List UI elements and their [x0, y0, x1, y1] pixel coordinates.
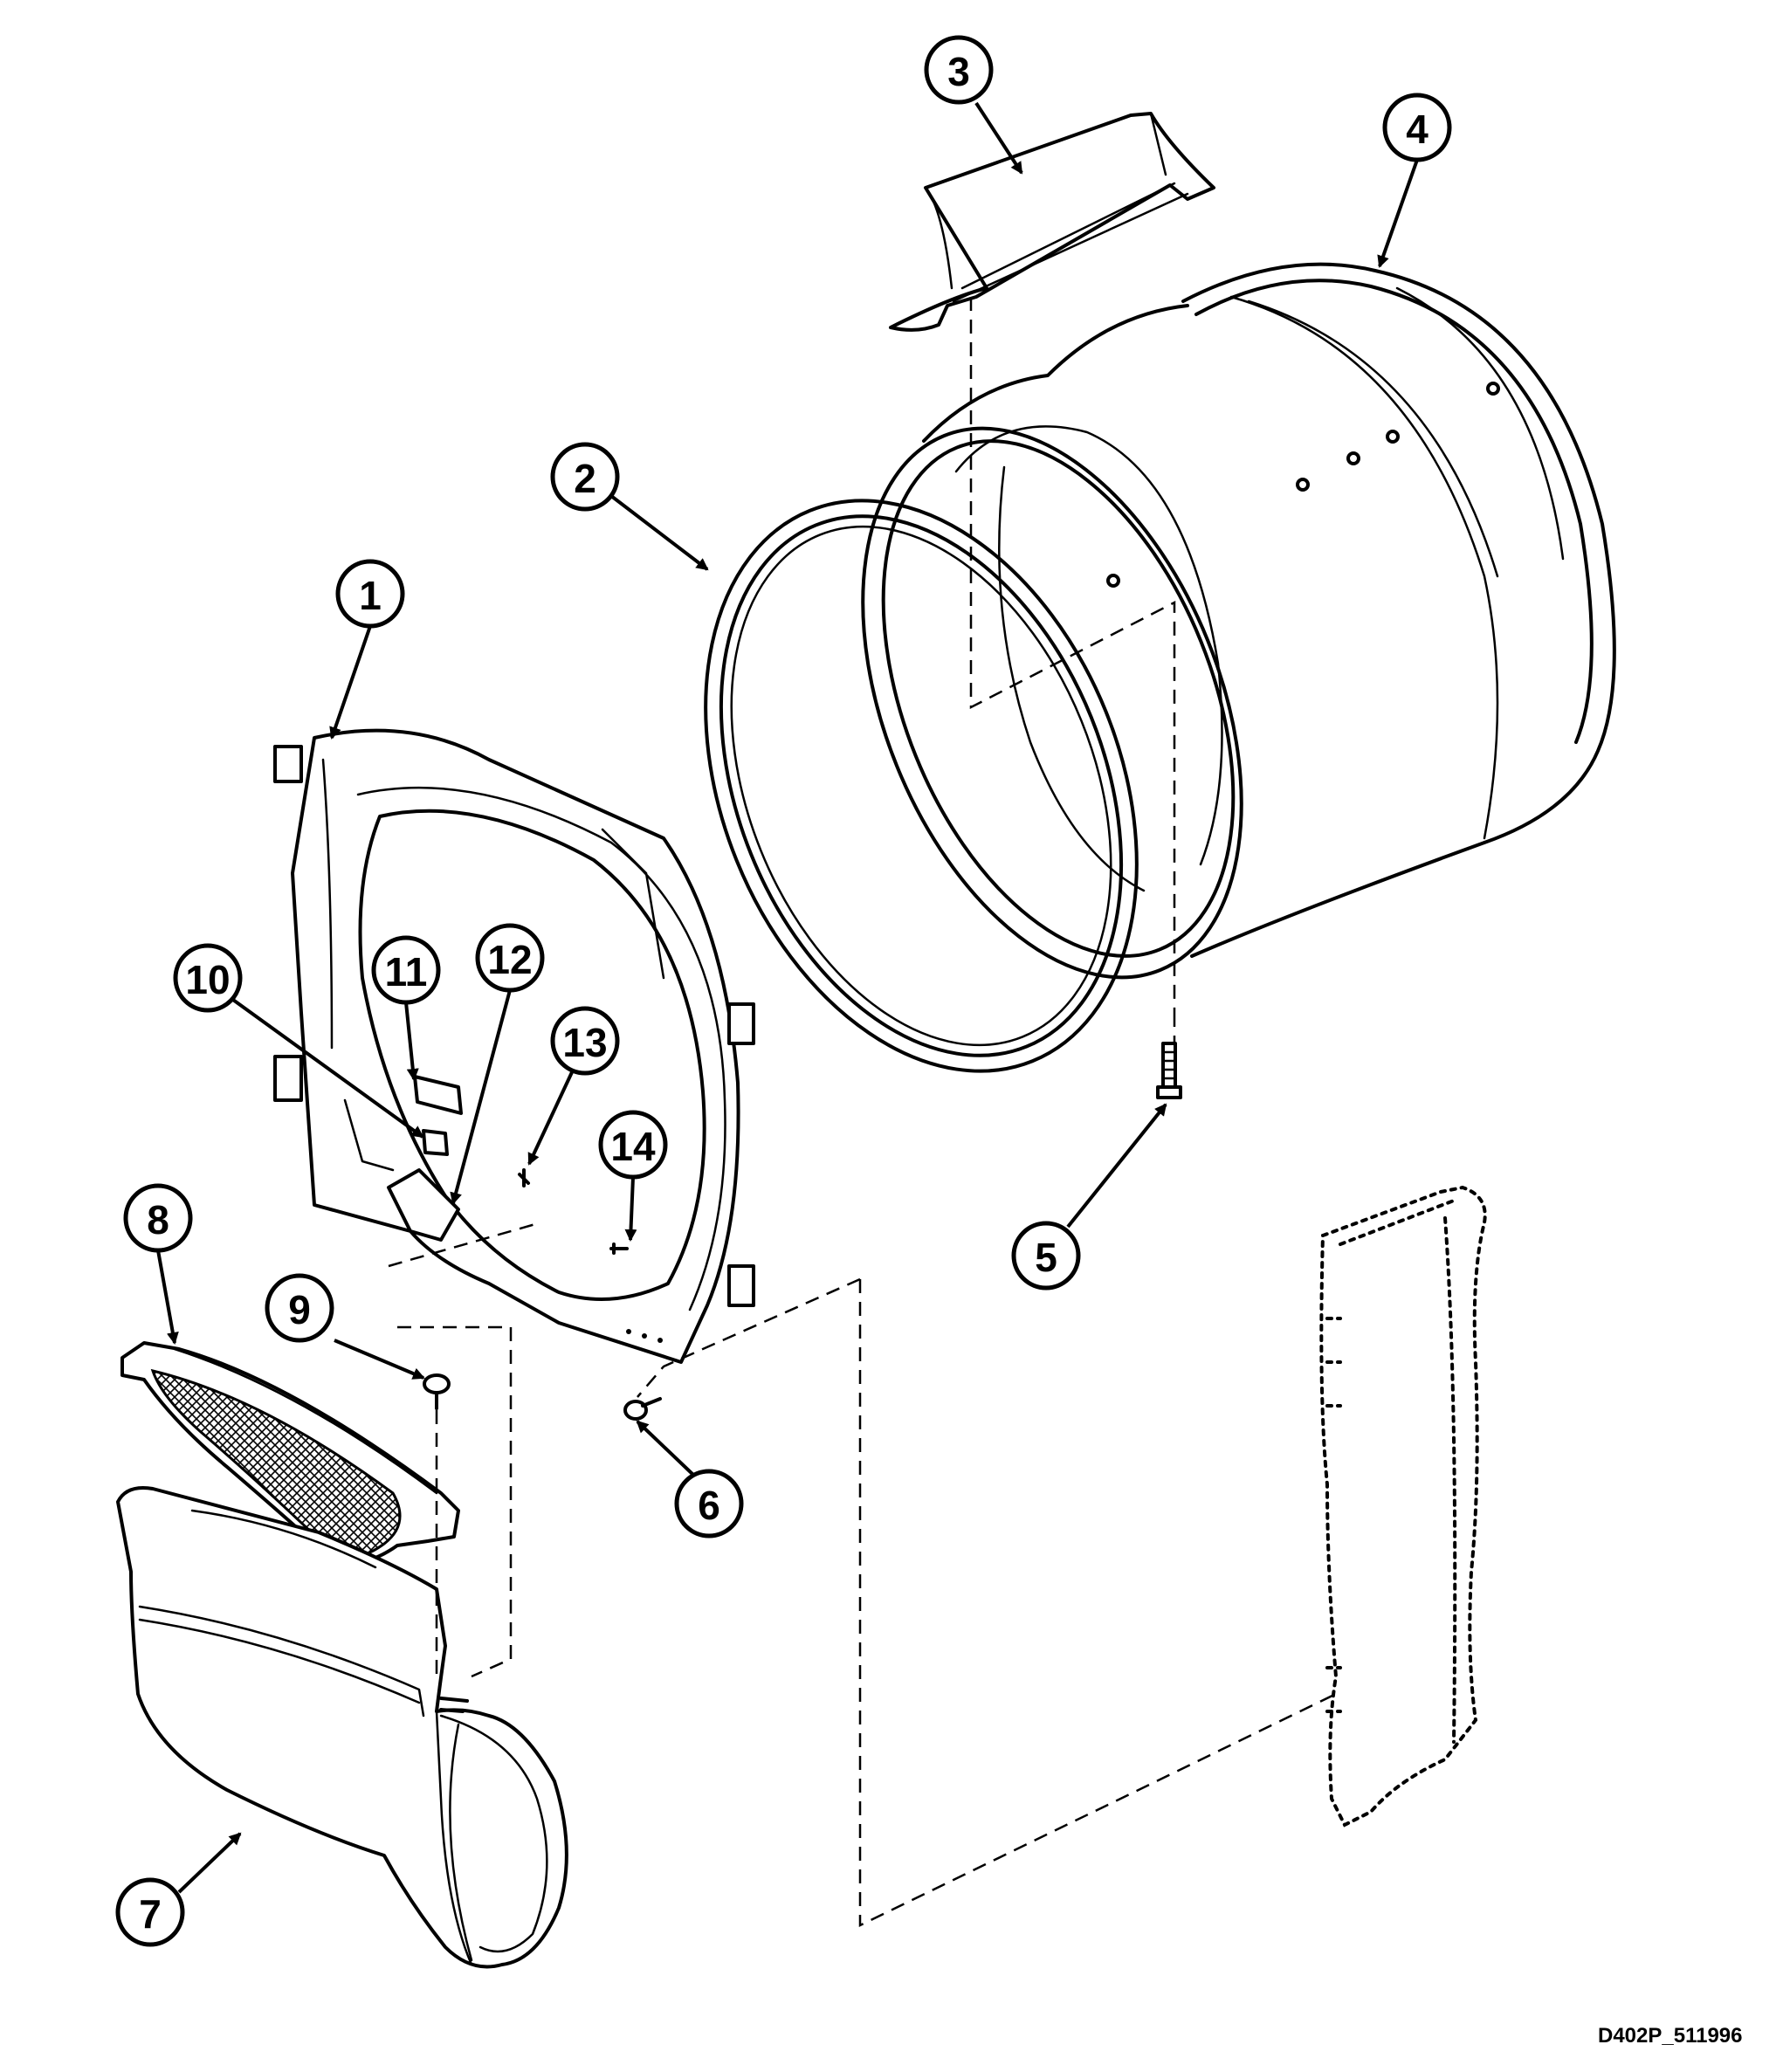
callout-12-label: 12 [487, 937, 532, 982]
callout-4: 4 [1382, 93, 1452, 162]
callout-5: 5 [1011, 1221, 1081, 1291]
callout-14-label: 14 [610, 1124, 656, 1169]
callout-9-label: 9 [288, 1287, 311, 1332]
callout-11: 11 [371, 935, 441, 1005]
callout-leaders [156, 101, 1419, 1894]
callout-1-label: 1 [359, 573, 382, 618]
cabinet-front-panel-outline [1319, 1185, 1487, 1828]
screw-9 [423, 1373, 451, 1410]
assembly-lines [388, 297, 1337, 1927]
callout-10-label: 10 [185, 957, 230, 1002]
callout-8-label: 8 [147, 1197, 169, 1243]
callout-1: 1 [335, 559, 405, 629]
callout-11-label: 11 [385, 949, 428, 995]
callout-6-label: 6 [698, 1483, 720, 1528]
callout-2: 2 [550, 442, 620, 512]
callout-3: 3 [924, 35, 994, 105]
drum-baffle [889, 112, 1215, 332]
callout-5-label: 5 [1035, 1235, 1057, 1280]
callout-8: 8 [123, 1183, 193, 1253]
callout-6: 6 [674, 1469, 744, 1539]
lint-duct [116, 1486, 568, 1969]
callout-14: 14 [598, 1110, 668, 1180]
drum [861, 262, 1616, 980]
callout-9: 9 [265, 1273, 334, 1343]
screw-5 [1156, 1042, 1182, 1099]
diagram-reference-code: D402P_511996 [1598, 2024, 1743, 2048]
callout-2-label: 2 [574, 456, 596, 501]
callout-7-label: 7 [139, 1891, 162, 1937]
callout-13-label: 13 [562, 1020, 607, 1065]
callout-13: 13 [550, 1006, 620, 1076]
screw-6 [623, 1397, 662, 1421]
callout-7: 7 [115, 1877, 185, 1947]
drum-seal [704, 499, 1139, 1073]
callout-12: 12 [475, 923, 545, 993]
callout-4-label: 4 [1406, 107, 1428, 152]
callout-3-label: 3 [947, 49, 970, 94]
callout-10: 10 [173, 943, 243, 1013]
front-bulkhead [273, 728, 755, 1364]
